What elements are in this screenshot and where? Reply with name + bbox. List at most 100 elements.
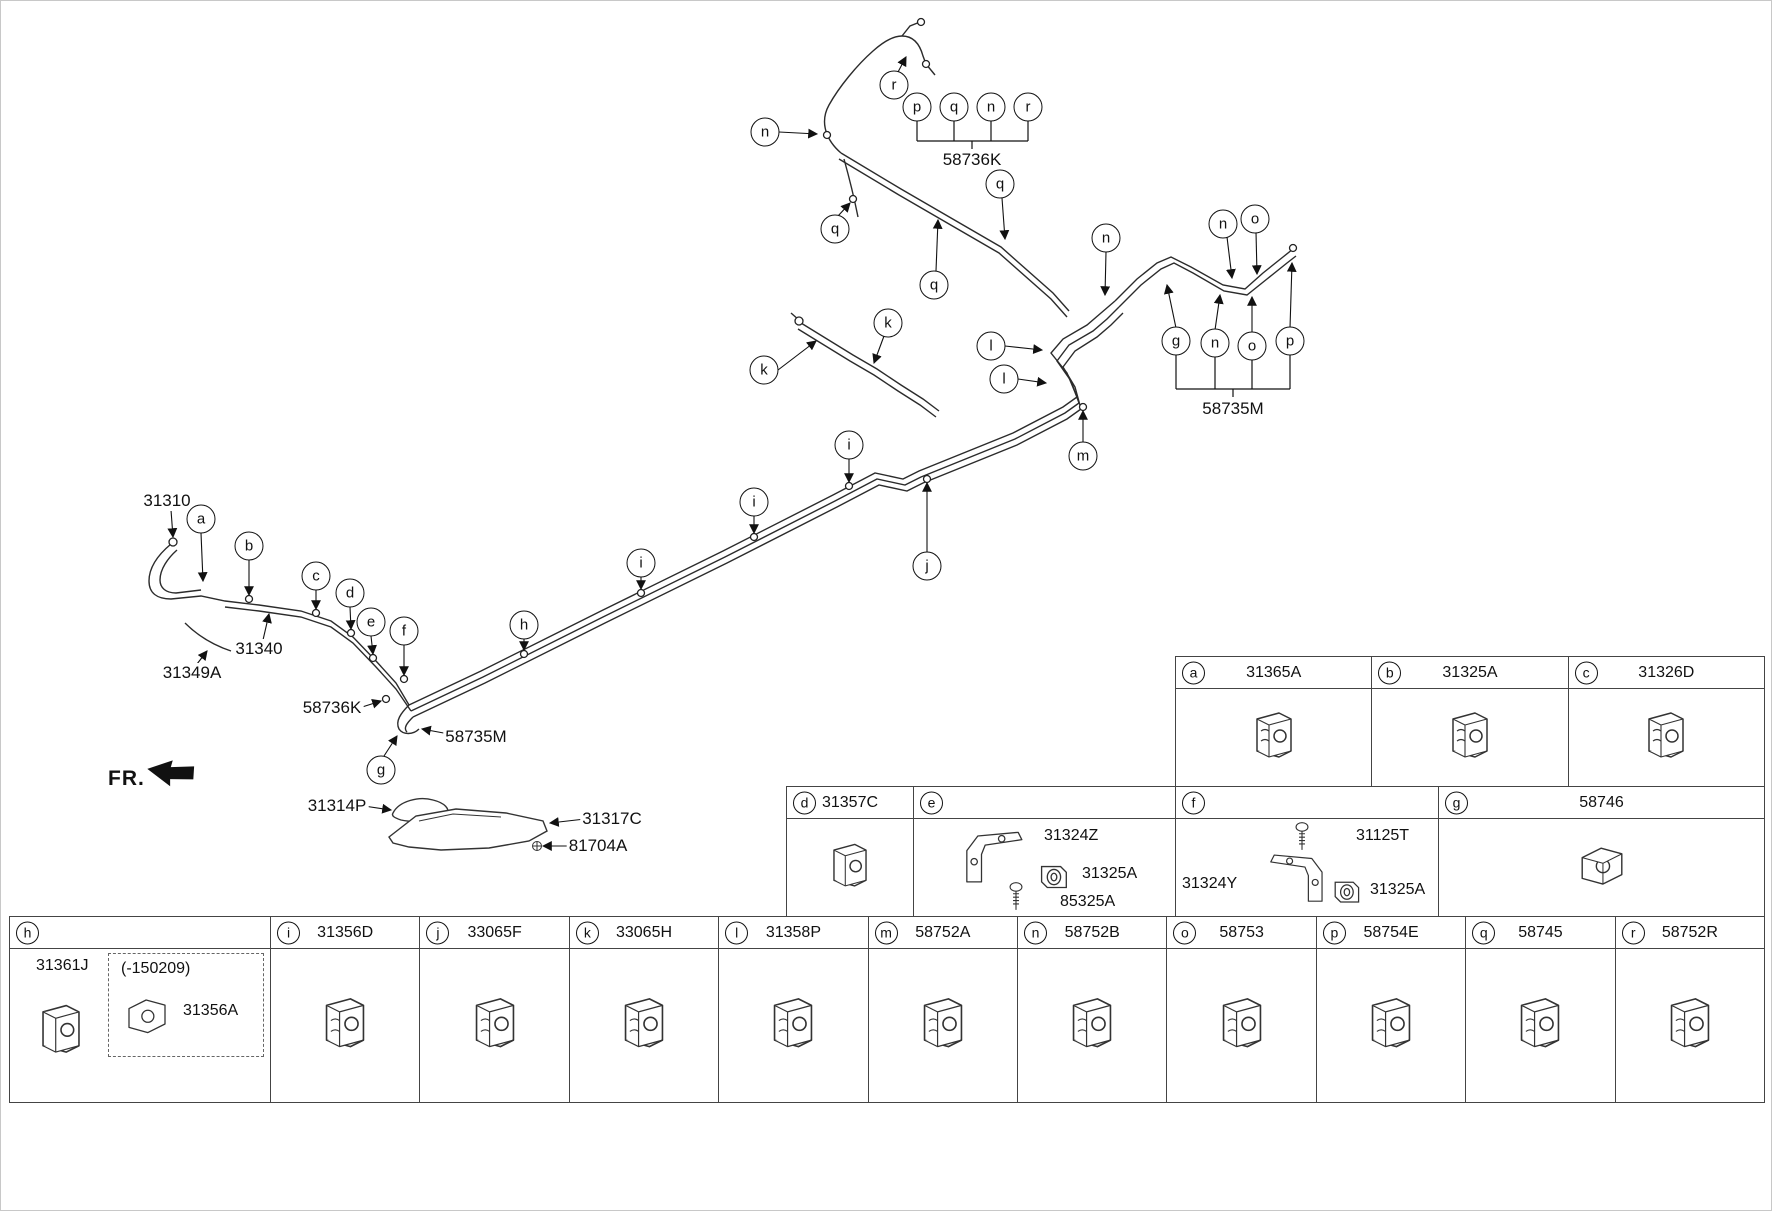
part-number-label: 31314P <box>305 796 369 816</box>
callout-letter: n <box>760 123 770 141</box>
heat-shield-shapes <box>388 797 548 851</box>
part-number-label: 31349A <box>160 663 224 683</box>
part-cell[interactable]: i 31356D <box>271 917 421 1102</box>
part-cell[interactable]: p 58754E <box>1316 917 1467 1102</box>
part-number[interactable]: 31324Z <box>1044 827 1099 844</box>
part-cell-header: g 58746 <box>1439 787 1764 819</box>
part-cell-header: h <box>10 917 270 949</box>
callout-badge: n <box>1200 328 1230 358</box>
callout-badge: e <box>356 607 386 637</box>
ref-letter-badge: e <box>920 791 943 814</box>
ref-letter-badge: q <box>1472 921 1496 944</box>
part-cell-header: e <box>914 787 1175 819</box>
part-number-label: 58735M <box>443 727 509 747</box>
callout-letter: p <box>1285 332 1295 350</box>
part-number-text: 58735M <box>445 727 507 746</box>
part-cell[interactable]: k 33065H <box>569 917 720 1102</box>
bracket-part-icon <box>1270 854 1323 902</box>
part-number[interactable]: 31361J <box>36 957 89 974</box>
part-cell[interactable]: q 58745 <box>1466 917 1616 1102</box>
part-number[interactable]: 31357C <box>821 793 879 811</box>
callout-badge: r <box>879 70 909 100</box>
callout-badge: a <box>186 504 216 534</box>
ref-letter-badge: m <box>874 921 898 944</box>
part-cell-header: k 33065H <box>569 917 719 949</box>
part-number[interactable]: 31365A <box>1246 663 1302 681</box>
part-number[interactable]: 33065F <box>467 923 522 941</box>
ref-letter-badge: d <box>793 791 816 814</box>
part-cell[interactable]: l 31358P <box>719 917 869 1102</box>
part-cell-header: m 58752A <box>868 917 1018 949</box>
part-number[interactable]: 33065H <box>615 923 673 941</box>
callout-letter: q <box>830 220 840 238</box>
ref-letter-badge: l <box>725 921 749 944</box>
grommet-part-icon <box>1334 881 1360 903</box>
part-number[interactable]: 85325A <box>1060 893 1116 910</box>
ref-letter-badge: f <box>1182 791 1205 814</box>
part-number[interactable]: 58753 <box>1219 923 1264 941</box>
callout-letter: e <box>366 613 376 631</box>
part-cell-header: n 58752B <box>1018 917 1167 949</box>
callout-letter: i <box>639 554 643 572</box>
variant-date-note: (-150209) <box>121 960 191 977</box>
part-number-label: 58736K <box>300 698 364 718</box>
part-number[interactable]: 31356D <box>317 923 374 941</box>
part-cell[interactable]: r 58752R <box>1615 917 1765 1102</box>
part-number[interactable]: 58752A <box>915 923 971 941</box>
clamp-part-icon <box>923 997 963 1047</box>
callout-badge: q <box>939 92 969 122</box>
part-number[interactable]: 31358P <box>765 923 821 941</box>
part-cell-d[interactable]: d 31357C <box>787 787 914 916</box>
part-cell[interactable]: c 31326D <box>1568 657 1764 786</box>
part-number[interactable]: 58752R <box>1661 923 1718 941</box>
callout-badge: l <box>989 364 1019 394</box>
part-cell[interactable]: a 31365A <box>1176 657 1373 786</box>
ref-letter-badge: j <box>426 921 450 944</box>
part-number[interactable]: 31356A <box>183 1002 239 1019</box>
part-cell-body <box>787 819 913 916</box>
part-cell-f[interactable]: f 31125T 31324Y <box>1176 787 1439 916</box>
part-cell-g[interactable]: g 58746 <box>1439 787 1764 916</box>
part-cell-body <box>1018 949 1166 1102</box>
ref-letter-badge: p <box>1322 921 1346 944</box>
part-cell[interactable]: o 58753 <box>1167 917 1317 1102</box>
callout-badge: k <box>873 308 903 338</box>
part-cell-header: q 58745 <box>1466 917 1615 949</box>
part-cell-body <box>1372 689 1567 786</box>
part-number-text: 58736K <box>942 150 1002 169</box>
callout-badge: m <box>1068 441 1098 471</box>
part-cell-e[interactable]: e 31324Z 313 <box>914 787 1176 916</box>
callout-badge: q <box>919 270 949 300</box>
part-cell[interactable]: m 58752A <box>868 917 1019 1102</box>
part-number[interactable]: 58746 <box>1579 793 1624 811</box>
part-cell-body <box>869 949 1017 1102</box>
ref-letter-badge: r <box>1621 921 1645 944</box>
part-number[interactable]: 58752B <box>1064 923 1120 941</box>
part-cell[interactable]: b 31325A <box>1372 657 1569 786</box>
part-number[interactable]: 31325A <box>1370 881 1426 898</box>
part-number-label: 31340 <box>233 639 285 659</box>
callout-badge: g <box>1161 326 1191 356</box>
part-cell[interactable]: j 33065F <box>420 917 570 1102</box>
ref-letter-badge: n <box>1024 921 1048 944</box>
part-cell-h[interactable]: h 31361J (-150209) <box>10 917 271 1102</box>
part-number[interactable]: 58754E <box>1363 923 1419 941</box>
part-number-text: 31310 <box>143 491 191 510</box>
clamp-part-icon <box>1222 997 1261 1047</box>
part-number[interactable]: 31125T <box>1356 827 1410 844</box>
part-number[interactable]: 31326D <box>1638 663 1695 681</box>
part-cell-header: c 31326D <box>1568 657 1764 689</box>
part-number[interactable]: 31325A <box>1082 865 1138 882</box>
callout-letter: o <box>1250 210 1260 228</box>
part-number[interactable]: 31325A <box>1442 663 1498 681</box>
part-cell[interactable]: n 58752B <box>1018 917 1168 1102</box>
callout-badge: n <box>976 92 1006 122</box>
leader-lines <box>167 56 1297 851</box>
part-number[interactable]: 58745 <box>1518 923 1563 941</box>
callout-letter: k <box>760 361 768 379</box>
bolt-part-icon <box>1295 822 1309 850</box>
callout-badge: k <box>749 355 779 385</box>
part-cell-header: d 31357C <box>787 787 913 819</box>
part-number[interactable]: 31324Y <box>1182 875 1238 892</box>
